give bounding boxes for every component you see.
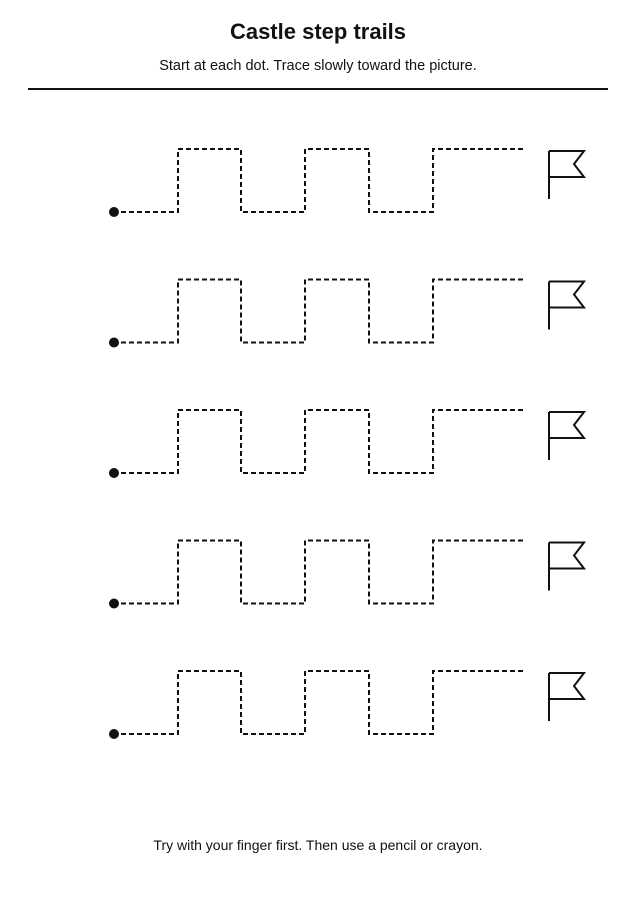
start-dot — [109, 337, 119, 348]
trail-4[interactable] — [109, 539, 587, 609]
flag-icon — [548, 541, 587, 591]
trail-3[interactable] — [109, 409, 587, 478]
dashed-step-path[interactable] — [121, 278, 523, 344]
dashed-step-path[interactable] — [121, 148, 523, 213]
start-dot — [109, 729, 119, 739]
trail-1[interactable] — [109, 148, 587, 217]
trail-2[interactable] — [109, 278, 587, 348]
flag-icon — [548, 672, 587, 721]
start-dot — [109, 207, 119, 217]
worksheet-title: Castle step trails — [229, 19, 407, 44]
dashed-step-path[interactable] — [121, 539, 523, 605]
start-dot — [109, 468, 119, 478]
flag-icon — [548, 411, 587, 460]
start-dot — [109, 598, 119, 609]
flag-icon — [548, 280, 587, 330]
dashed-step-path[interactable] — [121, 670, 523, 735]
trail-5[interactable] — [109, 670, 587, 739]
dashed-step-path[interactable] — [121, 409, 523, 474]
worksheet-footer: Try with your finger first. Then use a p… — [153, 837, 483, 853]
flag-icon — [548, 150, 587, 199]
worksheet-instructions: Start at each dot. Trace slowly toward t… — [159, 58, 477, 74]
header-divider — [28, 88, 608, 90]
